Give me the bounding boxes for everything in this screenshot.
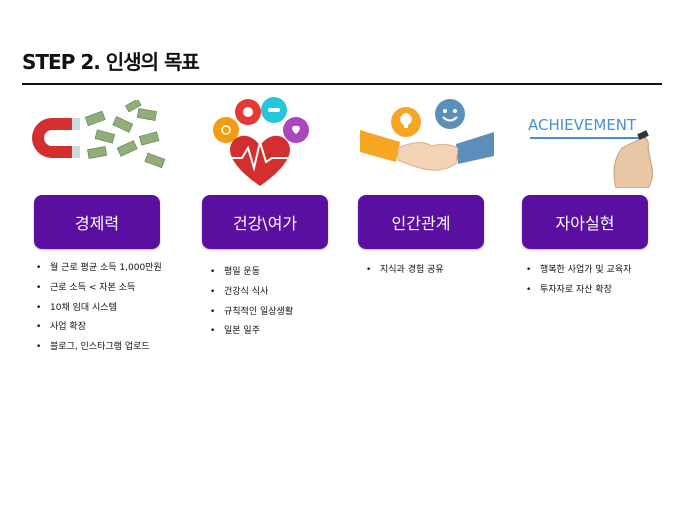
title-divider (22, 83, 662, 85)
page-title: STEP 2. 인생의 목표 (22, 50, 200, 74)
achievement-icon: ACHIEVEMENT (528, 116, 653, 188)
list-item: 10채 임대 시스템 (36, 302, 162, 322)
goal-pill-health-leisure[interactable]: 건강\여가 (202, 195, 328, 249)
list-item: 일본 일주 (210, 325, 293, 345)
list-item: 행복한 사업가 및 교육자 (526, 264, 631, 284)
list-item: 투자자로 자산 확장 (526, 284, 631, 304)
self-realization-list: 행복한 사업가 및 교육자 투자자로 자산 확장 (526, 264, 631, 304)
list-item: 지식과 경험 공유 (366, 264, 444, 284)
economy-list: 월 근로 평균 소득 1,000만원 근로 소득 < 자본 소득 10채 임대 … (36, 262, 162, 361)
list-item: 규칙적인 일상생활 (210, 306, 293, 326)
list-item: 평일 운동 (210, 266, 293, 286)
health-heart-icon (213, 97, 309, 186)
list-item: 블로그, 인스타그램 업로드 (36, 341, 162, 361)
list-item: 근로 소득 < 자본 소득 (36, 282, 162, 302)
goal-pill-self-realization[interactable]: 자아실현 (522, 195, 648, 249)
achievement-text: ACHIEVEMENT (528, 116, 637, 134)
relationships-list: 지식과 경험 공유 (366, 264, 444, 284)
health-leisure-list: 평일 운동 건강식 식사 규칙적인 일상생활 일본 일주 (210, 266, 293, 345)
list-item: 월 근로 평균 소득 1,000만원 (36, 262, 162, 282)
goal-pill-relationships[interactable]: 인간관계 (358, 195, 484, 249)
list-item: 건강식 식사 (210, 286, 293, 306)
list-item: 사업 확장 (36, 321, 162, 341)
goal-pill-economy[interactable]: 경제력 (34, 195, 160, 249)
magnet-money-icon (32, 100, 166, 169)
handshake-icon (360, 99, 494, 171)
